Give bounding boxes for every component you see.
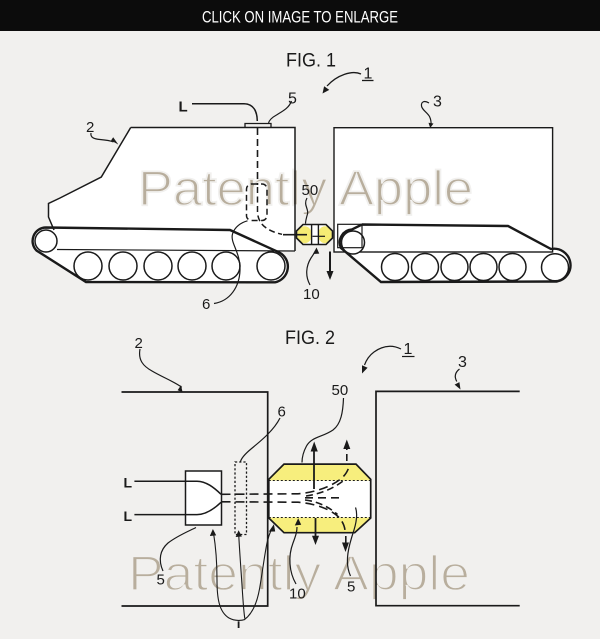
svg-text:6: 6 xyxy=(202,296,210,313)
svg-text:L: L xyxy=(179,99,188,116)
svg-text:1: 1 xyxy=(404,341,413,358)
svg-text:3: 3 xyxy=(433,94,442,111)
svg-text:6: 6 xyxy=(278,404,286,421)
svg-text:Patently Apple: Patently Apple xyxy=(128,547,470,601)
svg-text:CLICK ON IMAGE TO ENLARGE: CLICK ON IMAGE TO ENLARGE xyxy=(202,8,398,27)
svg-text:10: 10 xyxy=(303,286,320,303)
svg-text:Patently Apple: Patently Apple xyxy=(138,162,473,216)
svg-text:5: 5 xyxy=(288,91,297,108)
svg-text:1: 1 xyxy=(364,66,373,83)
svg-text:2: 2 xyxy=(86,119,94,136)
svg-text:3: 3 xyxy=(458,354,467,371)
svg-text:2: 2 xyxy=(135,335,143,352)
svg-text:50: 50 xyxy=(302,182,319,199)
svg-text:FIG. 2: FIG. 2 xyxy=(285,327,335,349)
svg-text:5: 5 xyxy=(157,572,165,589)
svg-text:L: L xyxy=(124,508,133,524)
svg-text:50: 50 xyxy=(332,382,349,399)
svg-text:L: L xyxy=(124,475,133,491)
svg-text:10: 10 xyxy=(289,586,306,603)
svg-text:FIG. 1: FIG. 1 xyxy=(286,50,336,72)
svg-text:5: 5 xyxy=(347,579,355,596)
